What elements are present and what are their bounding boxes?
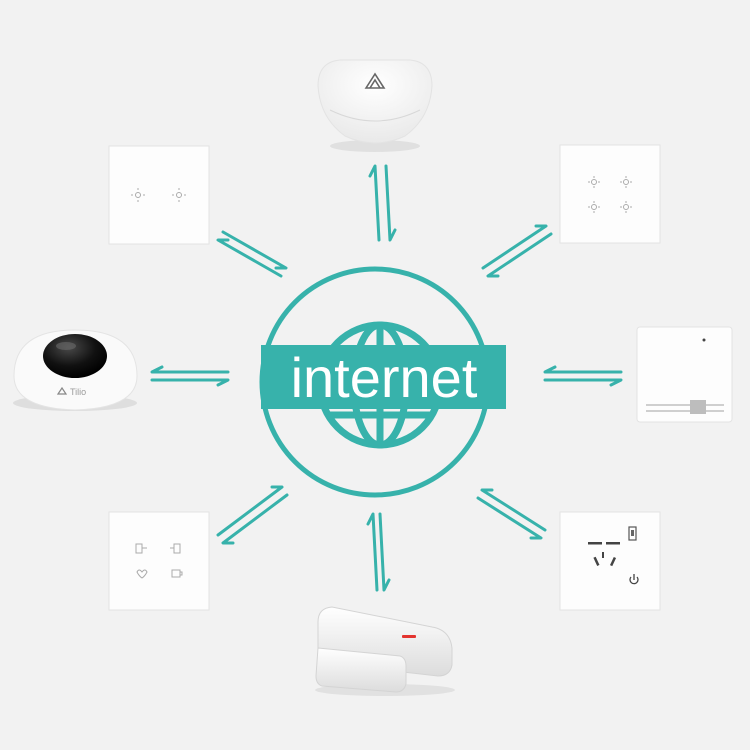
brand-logo-icon	[56, 386, 68, 395]
light-icon	[620, 201, 632, 213]
internet-label-box	[261, 345, 506, 409]
ir-remote-controller: Tilio	[13, 329, 138, 411]
door-in-icon	[135, 543, 147, 554]
four-gang-light-switch	[559, 144, 661, 244]
arrow-left	[150, 365, 230, 387]
internet-hub: internet	[259, 266, 506, 498]
brand-logo-icon	[364, 72, 386, 89]
arrow-right	[543, 365, 623, 387]
light-icon	[588, 176, 600, 188]
light-icon	[588, 201, 600, 213]
arrow-bottom-left	[216, 485, 289, 545]
two-gang-light-switch	[108, 145, 210, 245]
cup-icon	[171, 569, 183, 578]
power-icon	[629, 574, 639, 585]
arrows	[150, 164, 623, 592]
heart-icon	[136, 569, 148, 579]
door-out-icon	[170, 543, 181, 554]
arrow-top	[368, 164, 397, 242]
light-icon	[172, 188, 186, 202]
wall-socket-usb	[559, 511, 661, 611]
arrow-bottom-right	[476, 488, 547, 540]
internet-label: internet	[291, 346, 478, 409]
brand-label: Tilio	[70, 387, 86, 397]
zigbee-gateway	[317, 59, 433, 152]
light-icon	[131, 188, 145, 202]
socket-outlet-icon	[588, 542, 620, 567]
usb-port-icon	[628, 526, 637, 541]
arrow-top-right	[481, 224, 553, 278]
scene-switch-panel	[108, 511, 210, 611]
black-dome	[43, 334, 107, 378]
wifi-module-box	[636, 326, 733, 423]
status-led	[702, 338, 706, 342]
light-icon	[620, 176, 632, 188]
door-window-sensor	[315, 606, 455, 696]
arrow-bottom	[366, 512, 391, 592]
sensor-magnet	[315, 647, 407, 693]
sensor-led	[402, 635, 416, 638]
vent-grille	[646, 400, 724, 414]
arrow-top-left	[216, 230, 288, 278]
